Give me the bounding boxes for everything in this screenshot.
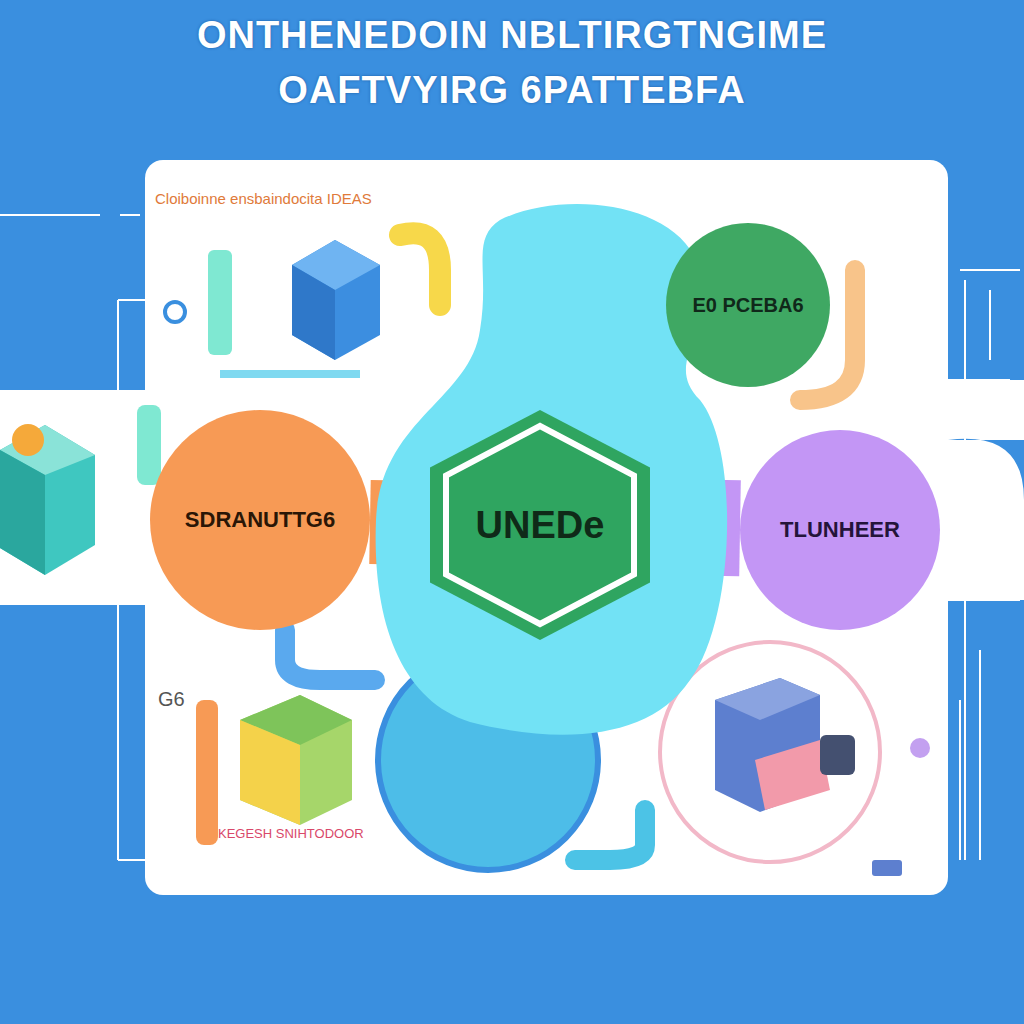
node-label: SDRANUTTG6 [185, 507, 335, 533]
cube-icon [0, 424, 95, 575]
circle-fill [666, 223, 830, 387]
main-panel [145, 160, 948, 895]
hook-shape [400, 233, 440, 305]
cube-icon [240, 695, 352, 825]
node-label: UNEDe [476, 504, 605, 547]
art-part [0, 450, 45, 575]
art-part [715, 678, 820, 720]
box-icon [715, 678, 855, 812]
node-text-group: UNEDe [476, 504, 605, 547]
circle-fill [740, 430, 940, 630]
art-part [820, 735, 855, 775]
art-part [118, 300, 145, 860]
art-part [960, 290, 990, 860]
panel-corner [948, 439, 1024, 500]
art-part [292, 265, 335, 360]
hook-shape [575, 810, 645, 860]
node-label: E0 PCEBA6 [692, 294, 803, 317]
hexagon-inner-border [446, 426, 634, 624]
accent-bar [196, 700, 218, 845]
accent-bar [208, 250, 232, 355]
art-part [12, 424, 44, 456]
small-tag [872, 860, 902, 876]
small-dot [910, 738, 930, 758]
circle-fill [150, 410, 370, 630]
accent-bar [220, 370, 360, 378]
art-part [292, 240, 380, 360]
accent-bar [137, 405, 161, 485]
art-part [948, 280, 1010, 860]
hook-shape [285, 630, 375, 680]
node-text-group: TLUNHEER [780, 517, 900, 543]
side-strip [0, 390, 160, 605]
note-label: Cloiboinne ensbaindocita IDEAS [155, 190, 405, 207]
node-label: TLUNHEER [780, 517, 900, 543]
node-text-group: SDRANUTTG6 [185, 507, 335, 533]
dot-icon [165, 302, 185, 322]
hexagon-fill [430, 410, 650, 640]
art-part [240, 720, 300, 825]
side-label: G6 [158, 688, 198, 711]
art-part [240, 695, 352, 825]
circle-node: E0 PCEBA6 [666, 223, 830, 387]
circle-node: TLUNHEER [740, 430, 940, 630]
art-part [0, 425, 95, 575]
circle-node: SDRANUTTG6 [150, 410, 370, 630]
node-text-group: E0 PCEBA6 [692, 294, 803, 317]
art-part [755, 740, 830, 810]
hexagon-node: UNEDe [430, 410, 650, 640]
diagram-title: ONTHENEDOIN NBLTIRGTNGIME OAFTVYIRG 6PAT… [112, 8, 912, 118]
note-label: KEGESH SNIHTODOOR [218, 826, 418, 841]
art-part [975, 560, 1020, 600]
cube-icon [292, 240, 380, 360]
